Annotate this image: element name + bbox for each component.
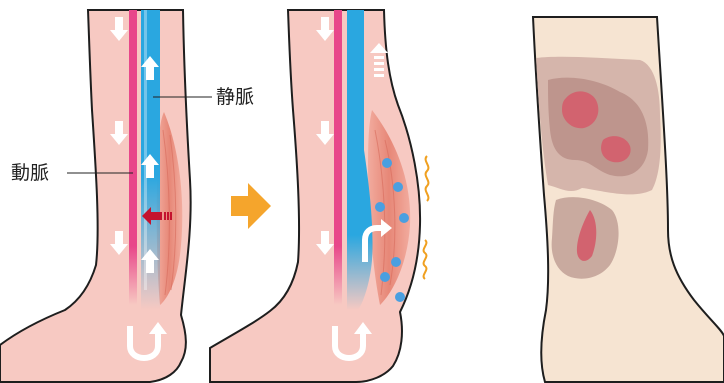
artery-label: 動脈 (11, 164, 49, 183)
swelling-wave-icon (426, 156, 429, 201)
ulcer-leg (533, 17, 724, 382)
healthy-artery (129, 10, 137, 305)
healthy-leg (0, 10, 212, 382)
vein-label: 静脈 (216, 88, 254, 107)
swollen-artery (334, 10, 342, 305)
healthy-vein-edge (144, 10, 147, 290)
swelling-wave-icon (424, 240, 427, 279)
transition-arrow-icon (231, 183, 271, 229)
